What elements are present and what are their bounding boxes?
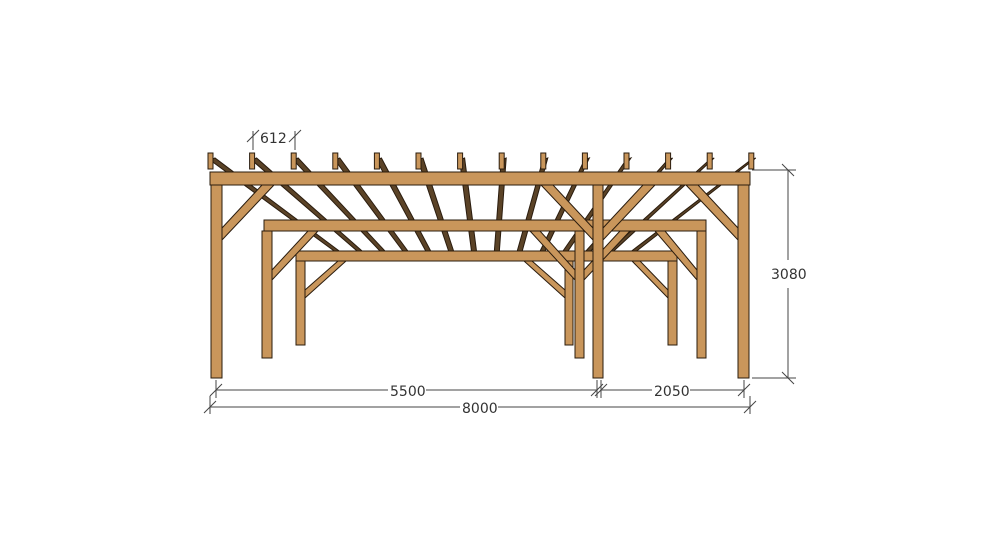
- middle-post: [696, 230, 707, 359]
- rafter-end: [706, 152, 713, 170]
- front-frame: [209, 171, 751, 379]
- brace: [304, 260, 348, 300]
- back-post: [667, 260, 678, 346]
- dimension-label: 3080: [771, 267, 807, 283]
- rafter-end: [665, 152, 672, 170]
- front-post: [737, 184, 750, 379]
- rafter-end: [457, 152, 464, 170]
- back-frame: [295, 250, 678, 346]
- rafter-end: [290, 152, 297, 170]
- front-post: [592, 184, 604, 379]
- brace: [653, 230, 698, 282]
- middle-beam: [263, 219, 707, 232]
- brace: [528, 230, 576, 282]
- middle-post: [574, 230, 585, 359]
- brace: [684, 184, 739, 242]
- rafter-end: [415, 152, 422, 170]
- rafter-end: [332, 152, 339, 170]
- rafter-end: [540, 152, 547, 170]
- back-post: [564, 260, 574, 346]
- rafter-end: [748, 152, 755, 170]
- dimension-label: 8000: [462, 401, 498, 417]
- dimension-right-span: 2050: [594, 380, 751, 400]
- rafter-end: [581, 152, 588, 170]
- back-post: [295, 260, 306, 346]
- brace: [630, 260, 669, 300]
- front-post: [210, 184, 223, 379]
- dimension-label: 5500: [390, 384, 426, 400]
- middle-frame: [261, 219, 707, 359]
- dimension-left-span: 5500: [209, 380, 604, 400]
- rafter-end: [623, 152, 630, 170]
- rafter-end: [249, 152, 256, 170]
- dimension-rafter-spacing: 612: [246, 129, 302, 150]
- middle-post: [261, 230, 273, 359]
- dimension-height: 3080: [752, 163, 807, 385]
- brace: [539, 184, 594, 242]
- brace: [522, 260, 566, 300]
- dimension-total-width: 8000: [203, 396, 757, 417]
- rafter-end: [207, 152, 214, 170]
- brace: [602, 184, 657, 242]
- dimension-label: 2050: [654, 384, 690, 400]
- front-beam: [209, 171, 751, 186]
- back-beam: [295, 250, 678, 262]
- rafters: [207, 152, 757, 252]
- brace: [271, 230, 320, 282]
- brace: [221, 184, 276, 242]
- rafter-end: [498, 152, 505, 170]
- rafter-end: [373, 152, 380, 170]
- dimension-label: 612: [260, 131, 287, 147]
